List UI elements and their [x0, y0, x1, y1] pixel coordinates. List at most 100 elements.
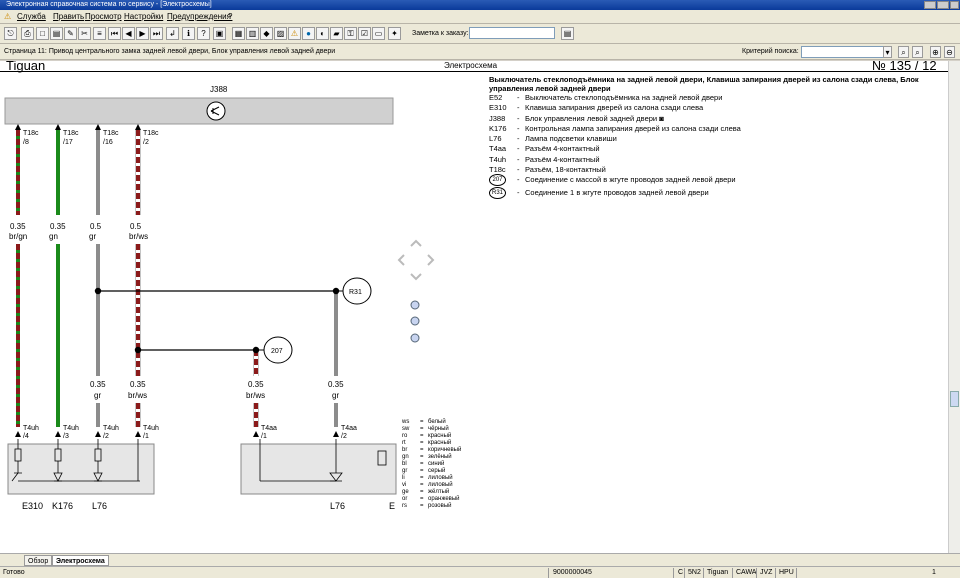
wire-size: 0.35: [248, 380, 264, 389]
chart-icon[interactable]: ▨: [274, 27, 287, 40]
component-label: E310: [22, 501, 43, 511]
prev-icon[interactable]: ◀: [122, 27, 135, 40]
connector-arrow: [15, 431, 21, 437]
close-icon[interactable]: [950, 1, 959, 9]
legend-code: E52: [489, 93, 503, 102]
legend-item: T18c-Разъём, 18-контактный: [489, 165, 606, 175]
legend-code: L76: [489, 134, 502, 144]
list-icon[interactable]: ≡: [93, 27, 106, 40]
status-engine: CAWA: [736, 569, 757, 576]
component-label: L76: [330, 501, 345, 511]
order-button-icon[interactable]: ▤: [561, 27, 574, 40]
connector-arrow: [55, 124, 61, 130]
first-icon[interactable]: ⏮: [108, 27, 121, 40]
warning-icon: ⚠: [4, 12, 12, 21]
legend-item: R31-Соединение 1 в жгуте проводов задней…: [489, 187, 944, 201]
menu-warnings[interactable]: Предупреждения: [167, 12, 231, 21]
vertical-scrollbar[interactable]: [948, 61, 960, 553]
connector-pin: T18c: [63, 130, 79, 137]
globe-icon[interactable]: ●: [302, 27, 315, 40]
connector-arrow: [15, 124, 21, 130]
switch-symbol: [377, 450, 387, 466]
status-gear: JVZ: [760, 569, 773, 576]
menu-view[interactable]: Просмотр: [85, 12, 122, 21]
bulb-icon[interactable]: ✦: [388, 27, 401, 40]
check-icon[interactable]: ☑: [358, 27, 371, 40]
clipboard-icon[interactable]: ▭: [372, 27, 385, 40]
wire-color: gr: [94, 391, 101, 400]
zoom-out-icon[interactable]: ⊖: [944, 46, 955, 58]
connector-pin: T18c: [103, 130, 119, 137]
search-next-icon[interactable]: ⌕: [912, 46, 923, 58]
return-icon[interactable]: ↲: [166, 27, 179, 40]
menu-edit[interactable]: Править: [53, 12, 85, 21]
connector-pin: T4uh: [23, 425, 39, 432]
legend-code: R31: [489, 187, 506, 200]
j388-block: [4, 97, 394, 125]
g207-label: 207: [271, 348, 283, 355]
connector-pin-number: /16: [103, 139, 113, 146]
legend-text: Блок управления левой задней двери ◙: [525, 113, 664, 123]
tab-overview[interactable]: Обзор: [24, 555, 53, 566]
open-icon[interactable]: ▤: [50, 27, 63, 40]
last-icon[interactable]: ⏭: [150, 27, 163, 40]
tool-icon[interactable]: ◆: [260, 27, 273, 40]
zoom-out-icon: [410, 333, 420, 343]
exit-icon[interactable]: ⎋: [4, 27, 17, 40]
legend-text: Контрольная лампа запирания дверей из са…: [525, 123, 741, 133]
wire-color: br/ws: [129, 232, 148, 241]
key-icon[interactable]: ⚿: [344, 27, 357, 40]
tab-schematic[interactable]: Электросхема: [52, 555, 109, 566]
legend-code: 207: [489, 174, 506, 187]
switch-block-left: [7, 443, 155, 495]
help-icon[interactable]: ?: [197, 27, 210, 40]
camera-icon[interactable]: ◙: [657, 113, 664, 123]
legend-item: E310-Клавиша запирания дверей из салона …: [489, 103, 704, 113]
cut-icon[interactable]: ✂: [78, 27, 91, 40]
connector-pin-number: /17: [63, 139, 73, 146]
legend-text: Разъём 4-контактный: [525, 144, 600, 154]
search-icon[interactable]: ⌕: [898, 46, 909, 58]
connector-pin-number: /1: [143, 433, 149, 440]
search-criteria-select[interactable]: [801, 46, 891, 58]
order-input[interactable]: [469, 27, 555, 39]
scroll-thumb[interactable]: [950, 391, 959, 407]
dial-icon[interactable]: ◐: [316, 27, 329, 40]
status-model: Tiguan: [707, 569, 729, 576]
wiring-diagram: J388 T18c/80.35br/gnT18c/170.35gnT18c/16…: [4, 85, 435, 511]
next-icon[interactable]: ▶: [136, 27, 149, 40]
menu-settings[interactable]: Настройки: [124, 12, 164, 21]
legend-item: J388-Блок управления левой задней двери …: [489, 113, 664, 123]
info-icon[interactable]: ℹ: [182, 27, 195, 40]
legend-code: E310: [489, 103, 507, 113]
maximize-icon[interactable]: [937, 1, 949, 9]
legend-code: T4uh: [489, 154, 507, 164]
grid-icon[interactable]: ▥: [246, 27, 259, 40]
doc-icon[interactable]: ▦: [232, 27, 245, 40]
menu-help[interactable]: ?: [228, 12, 233, 21]
connector-arrow: [135, 431, 141, 437]
connector-arrow: [95, 431, 101, 437]
legend-text: Клавиша запирания дверей из салона сзади…: [525, 103, 704, 113]
j388-label: J388: [210, 85, 228, 94]
car-icon[interactable]: ▰: [330, 27, 343, 40]
lock-icon[interactable]: ▣: [213, 27, 226, 40]
pan-arrows: [397, 239, 435, 281]
status-code: 5N2: [688, 569, 701, 576]
connector-pin: T18c: [143, 130, 159, 137]
zoom-icon[interactable]: ⊕: [930, 46, 941, 58]
wire-color: gn: [49, 232, 58, 241]
edit-icon[interactable]: ✎: [64, 27, 77, 40]
menu-service[interactable]: Служба: [17, 12, 46, 21]
minimize-icon[interactable]: [924, 1, 936, 9]
wire-size: 0.5: [90, 222, 102, 231]
print-icon[interactable]: ⎙: [21, 27, 34, 40]
wire-size: 0.35: [130, 380, 146, 389]
title-bar: Электронная справочная система по сервис…: [0, 0, 960, 10]
doc-number: № 135 / 12: [872, 61, 937, 73]
alert-icon[interactable]: ⚠: [288, 27, 301, 40]
connector-arrow: [95, 124, 101, 130]
chevron-down-icon[interactable]: ▾: [883, 46, 892, 58]
new-icon[interactable]: □: [36, 27, 49, 40]
connector-pin: T4aa: [341, 425, 357, 432]
